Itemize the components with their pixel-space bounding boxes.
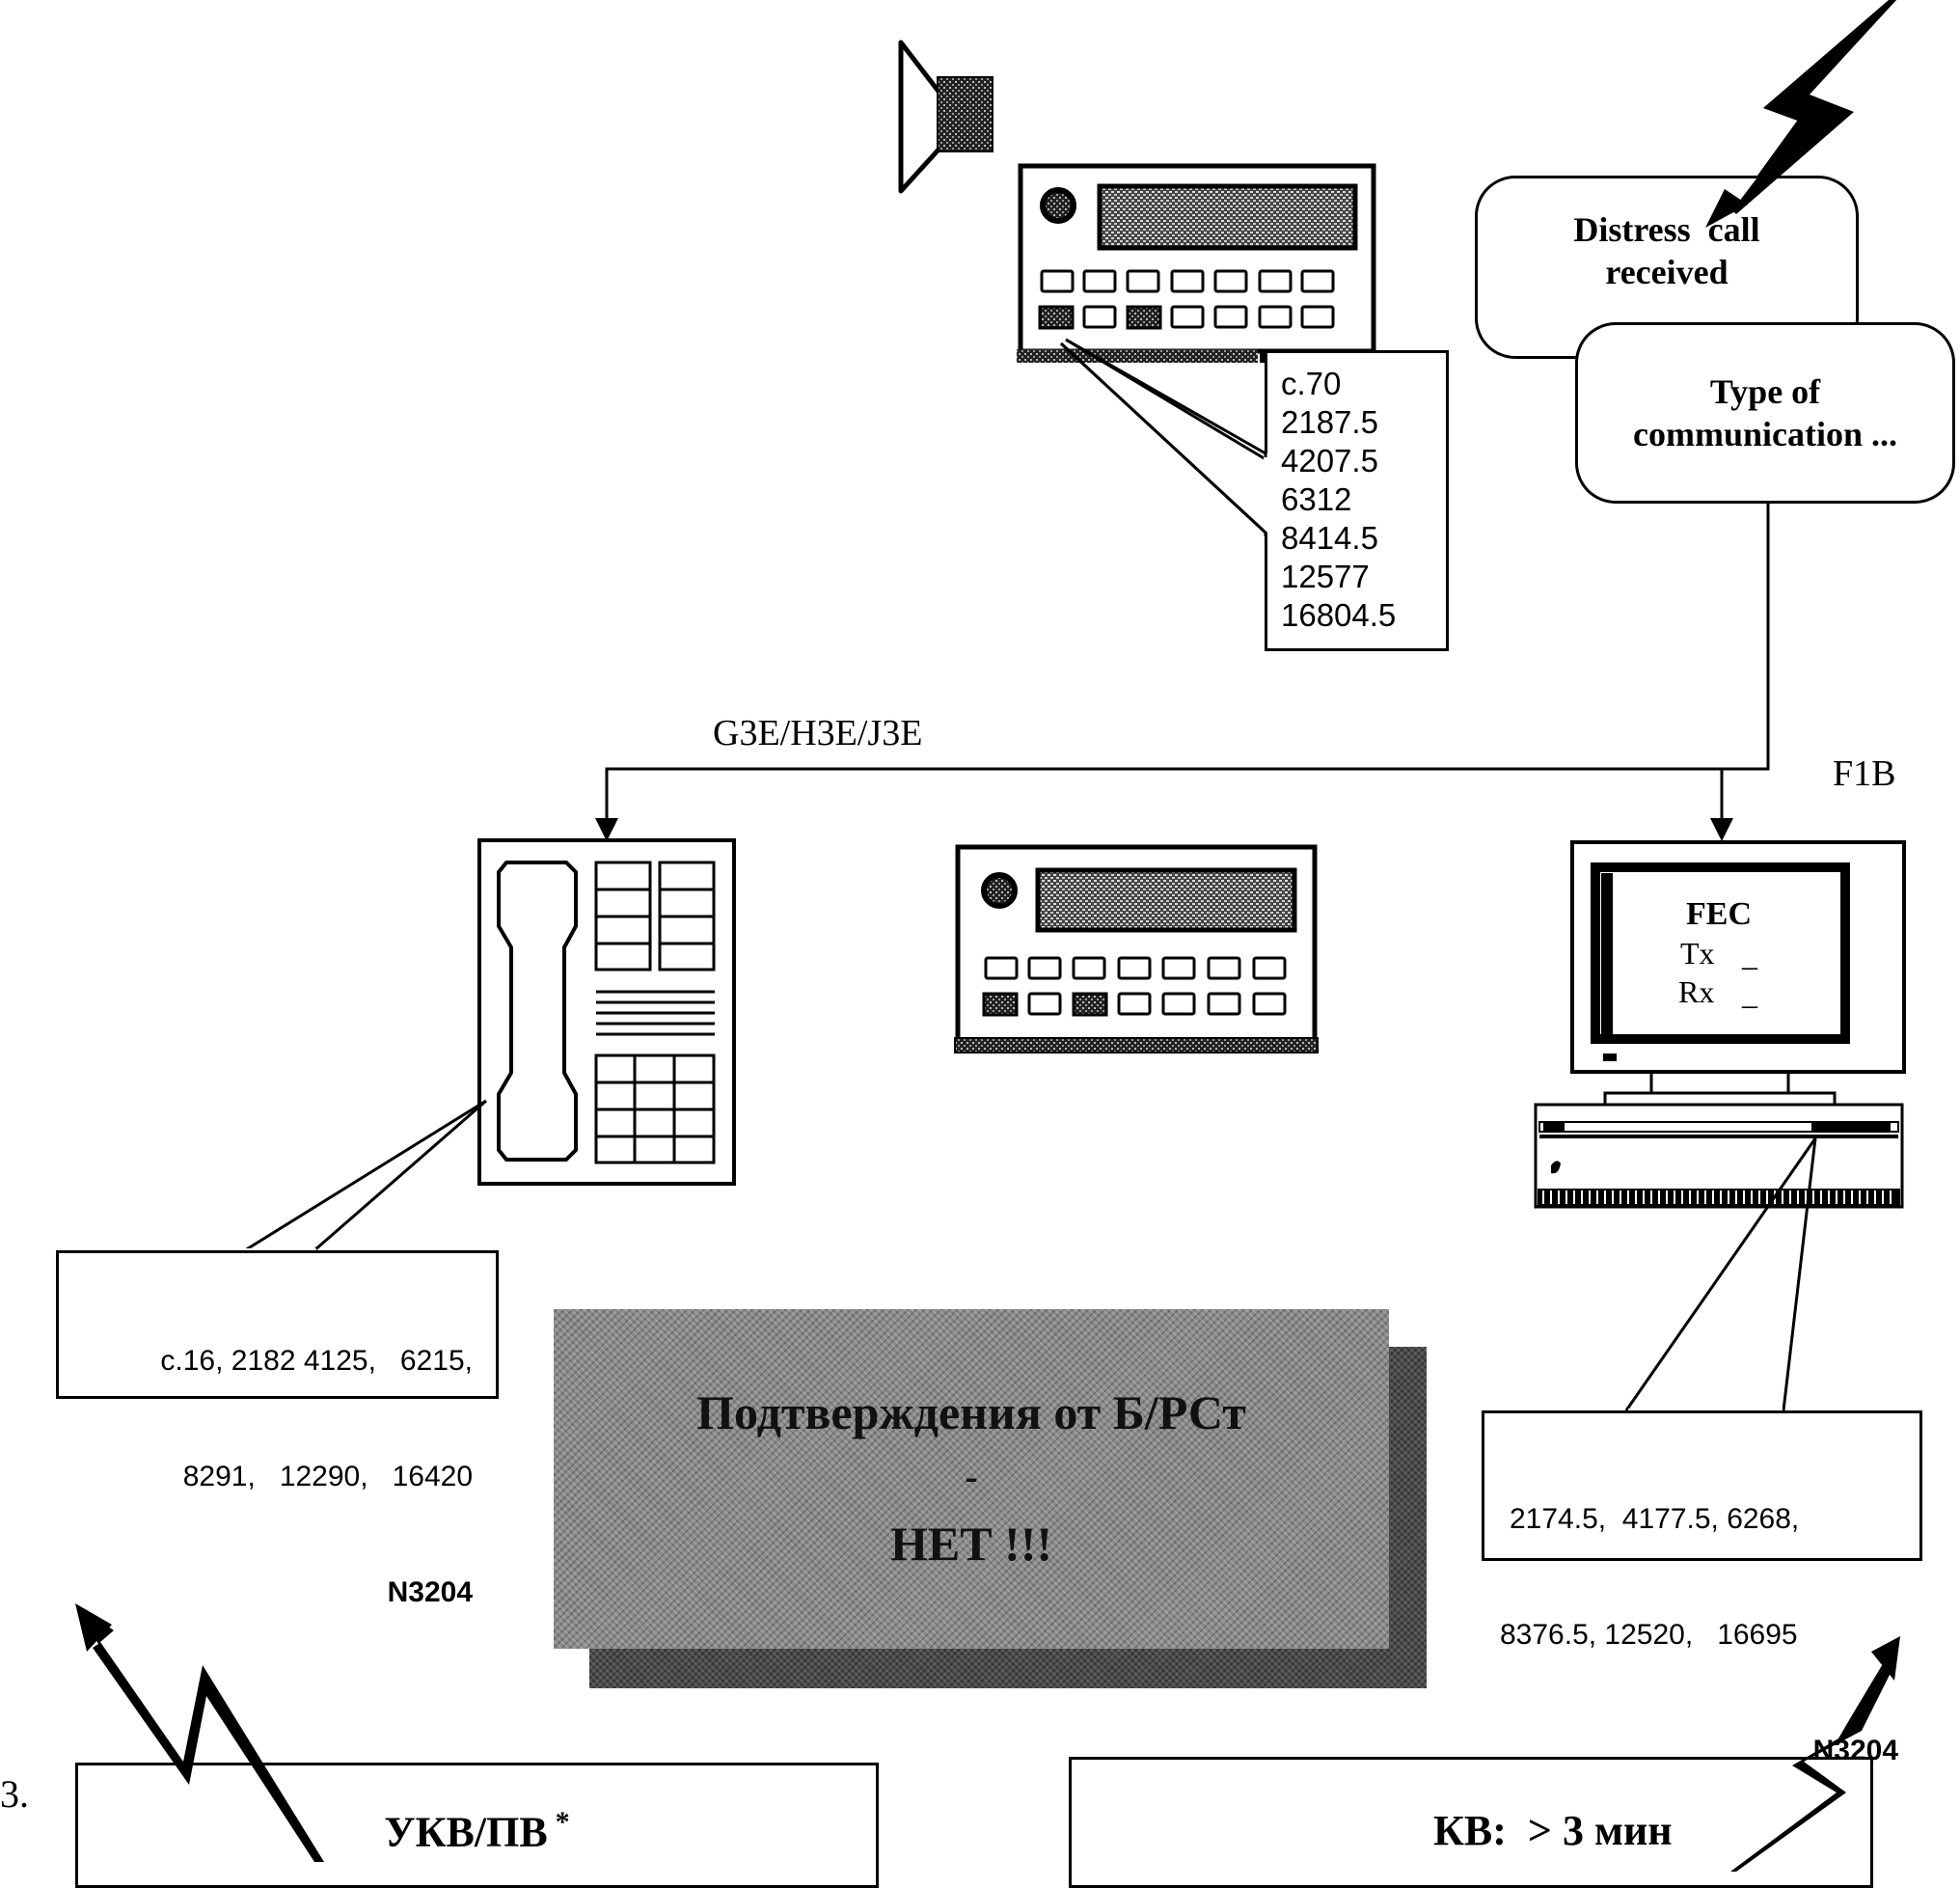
arrowhead-computer — [1710, 818, 1733, 841]
warning-line1: Подтверждения от Б/РСт — [696, 1385, 1246, 1439]
distress-line2: received — [1605, 253, 1729, 291]
connector-lines — [605, 503, 1770, 828]
screen-title: FEC — [1686, 896, 1752, 932]
callout-phone — [244, 1099, 487, 1252]
telex-mode-label: F1B — [1833, 753, 1896, 794]
frequency-item: 2187.5 — [1281, 404, 1378, 440]
warning-line3: НЕТ !!! — [889, 1517, 1053, 1571]
screen-tx-label: Tx — [1680, 936, 1715, 971]
vhf-mf-label: УКВ/ПВ — [384, 1808, 548, 1856]
voice-mode-label: G3E/H3E/J3E — [713, 713, 923, 753]
top-radio-frequency-list: c.70 2187.5 4207.5 6312 8414.5 12577 168… — [1265, 350, 1449, 651]
frequency-item: 4207.5 — [1281, 443, 1378, 479]
type-line2: communication ... — [1633, 415, 1897, 453]
arrowhead-phone — [595, 818, 618, 841]
phone-frequencies-line2: 8291, 12290, 16420 — [182, 1461, 473, 1492]
phone-frequencies-reference: N3204 — [387, 1576, 473, 1608]
frequency-item: 6312 — [1281, 481, 1352, 517]
callout-computer — [1624, 1137, 1817, 1411]
telephone-icon — [477, 838, 736, 1186]
radio-transceiver-icon — [1017, 163, 1376, 363]
hf-box: КВ: > 3 мин — [1069, 1757, 1873, 1888]
frequency-item: c.70 — [1281, 366, 1342, 401]
warning-card: Подтверждения от Б/РСт - НЕТ !!! — [554, 1309, 1389, 1649]
radio-transceiver-icon — [954, 844, 1319, 1053]
vhf-mf-box: УКВ/ПВ* — [75, 1763, 879, 1888]
warning-line2: - — [965, 1455, 978, 1498]
computer-terminal-icon — [1534, 840, 1906, 1209]
frequency-item: 16804.5 — [1281, 597, 1397, 633]
distress-line1: Distress call — [1573, 210, 1760, 249]
phone-frequencies-line1: c.16, 2182 4125, 6215, — [160, 1345, 473, 1377]
frequency-item: 12577 — [1281, 559, 1370, 594]
computer-frequencies-line2: 8376.5, 12520, 16695 — [1500, 1619, 1798, 1651]
phone-frequency-box: c.16, 2182 4125, 6215, 8291, 12290, 1642… — [56, 1250, 499, 1608]
screen-tx-value: _ — [1742, 938, 1757, 972]
vhf-mf-marker: * — [555, 1806, 570, 1838]
communication-type-box: Type of communication ... — [1575, 322, 1955, 504]
speaker-icon — [898, 40, 994, 194]
type-line1: Type of — [1709, 372, 1821, 411]
callout-top-radio — [1059, 338, 1267, 534]
step-number: 3. — [0, 1772, 29, 1816]
frequency-item: 8414.5 — [1281, 520, 1378, 556]
computer-frequency-box: 2174.5, 4177.5, 6268, 8376.5, 12520, 166… — [1482, 1410, 1922, 1766]
hf-label: КВ: > 3 мин — [1433, 1807, 1673, 1854]
computer-frequencies-line1: 2174.5, 4177.5, 6268, — [1510, 1503, 1800, 1535]
screen-rx-value: _ — [1742, 976, 1757, 1011]
screen-rx-label: Rx — [1678, 974, 1715, 1009]
